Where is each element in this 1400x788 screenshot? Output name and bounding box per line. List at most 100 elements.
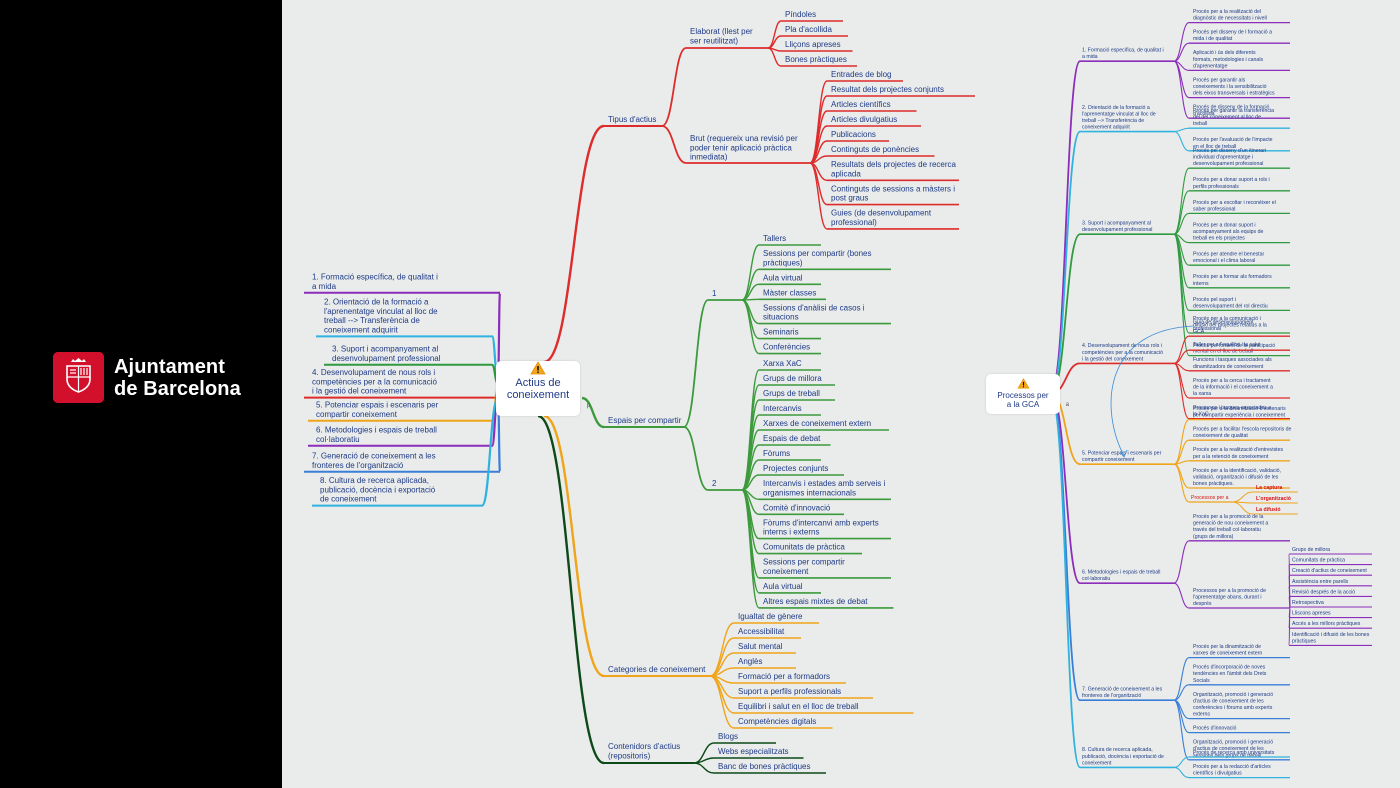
brut-leaf-1[interactable]: Entrades de blog: [831, 70, 892, 79]
brut-leaf-5[interactable]: Publicacions: [831, 130, 876, 139]
brut-leaf-3[interactable]: Articles científics: [831, 100, 891, 109]
espais2-leaf-10[interactable]: Comitè d'innovació: [763, 503, 831, 512]
contenidors-leaf-2[interactable]: Webs especialitzats: [718, 747, 789, 756]
categories-leaf-7[interactable]: Equilibri i salut en el lloc de treball: [738, 702, 859, 711]
process-subitem-3[interactable]: La difusió: [1256, 507, 1281, 513]
categories-leaf-3[interactable]: Salut mental: [738, 642, 783, 651]
process-subitem-2[interactable]: Comunitats de pràctica: [1292, 558, 1345, 564]
contenidors-leaf-1[interactable]: Blogs: [718, 732, 738, 741]
contenidors-leaf-3[interactable]: Banc de bones pràctiques: [718, 762, 811, 771]
espais2-leaf-4[interactable]: Intercanvis: [763, 404, 802, 413]
process-item-8-1[interactable]: Procés de recerca amb universitats: [1193, 750, 1275, 756]
process-item-5-3[interactable]: Procés per a la realització d'entreviste…: [1193, 447, 1283, 460]
branch-categories[interactable]: Categories de coneixement: [608, 665, 706, 674]
categories-leaf-1[interactable]: Igualtat de gènere: [738, 612, 803, 621]
process-subitem-8[interactable]: Accés a les millors pràctiques: [1292, 621, 1361, 627]
elaborat-leaf-3[interactable]: Lliçons apreses: [785, 40, 841, 49]
process-item-5-1[interactable]: Procés per a la dinamització d'escenaris…: [1193, 406, 1286, 419]
categories-leaf-2[interactable]: Accessibilitat: [738, 627, 785, 636]
espais1-leaf-1[interactable]: Tallers: [763, 234, 786, 243]
espais1-leaf-4[interactable]: Màster classes: [763, 288, 816, 297]
espais2-leaf-6[interactable]: Espais de debat: [763, 434, 821, 443]
process-subitem-1[interactable]: Grups de millora: [1292, 547, 1330, 553]
espais2-leaf-14[interactable]: Aula virtual: [763, 582, 803, 591]
center-node-processos[interactable]: Processos per a la GCA a: [986, 374, 1069, 414]
branch-contenidors[interactable]: Contenidors d'actius(repositoris): [608, 742, 680, 760]
categories-leaf-5[interactable]: Formació per a formadors: [738, 672, 830, 681]
center-node-actius[interactable]: Actius de coneixement p: [496, 361, 590, 416]
process-item-5-2[interactable]: Procés per a facilitar l'escola reposito…: [1193, 427, 1292, 440]
espais2-leaf-12[interactable]: Comunitats de pràctica: [763, 543, 845, 552]
process-branch-8[interactable]: 8. Cultura de recerca aplicada,publicaci…: [1082, 747, 1164, 766]
process-subitem-3[interactable]: Creació d'actius de coneixement: [1292, 568, 1367, 574]
espais1-leaf-3[interactable]: Aula virtual: [763, 273, 803, 282]
left-label-8[interactable]: 8. Cultura de recerca aplicada,publicaci…: [320, 476, 436, 504]
espais2-leaf-5[interactable]: Xarxes de coneixement extern: [763, 419, 871, 428]
brut-leaf-2[interactable]: Resultat dels projectes conjunts: [831, 85, 944, 94]
process-item-4-2[interactable]: Procés pel foment de la participació: [1193, 343, 1275, 349]
sub-espais-1[interactable]: 1: [712, 289, 717, 298]
espais2-leaf-3[interactable]: Grups de treball: [763, 389, 820, 398]
espais2-leaf-1[interactable]: Xarxa XaC: [763, 359, 802, 368]
categories-leaf-8[interactable]: Competències digitals: [738, 717, 816, 726]
espais2-leaf-2[interactable]: Grups de millora: [763, 374, 822, 383]
espais1-leaf-7[interactable]: Conferències: [763, 343, 810, 352]
process-item-5-5[interactable]: Processos per a: [1191, 495, 1229, 501]
brut-leaf-4[interactable]: Articles divulgatius: [831, 115, 897, 124]
process-item-7-4[interactable]: Procés d'innovació: [1193, 726, 1236, 732]
brut-leaf-6[interactable]: Continguts de ponències: [831, 145, 919, 154]
espais2-leaf-15[interactable]: Altres espais mixtes de debat: [763, 597, 868, 606]
branch-espais[interactable]: Espais per compartir: [608, 416, 682, 425]
process-subitem-4[interactable]: Assistència entre parells: [1292, 579, 1349, 585]
process-subitem-7[interactable]: Lliscons apreses: [1292, 611, 1331, 617]
elaborat-leaf-1[interactable]: Píndoles: [785, 10, 816, 19]
process-subitem-6[interactable]: Retrospectiva: [1292, 600, 1324, 606]
espais2-leaf-8[interactable]: Projectes conjunts: [763, 464, 828, 473]
espais2-leaf-7[interactable]: Fòrums: [763, 449, 790, 458]
